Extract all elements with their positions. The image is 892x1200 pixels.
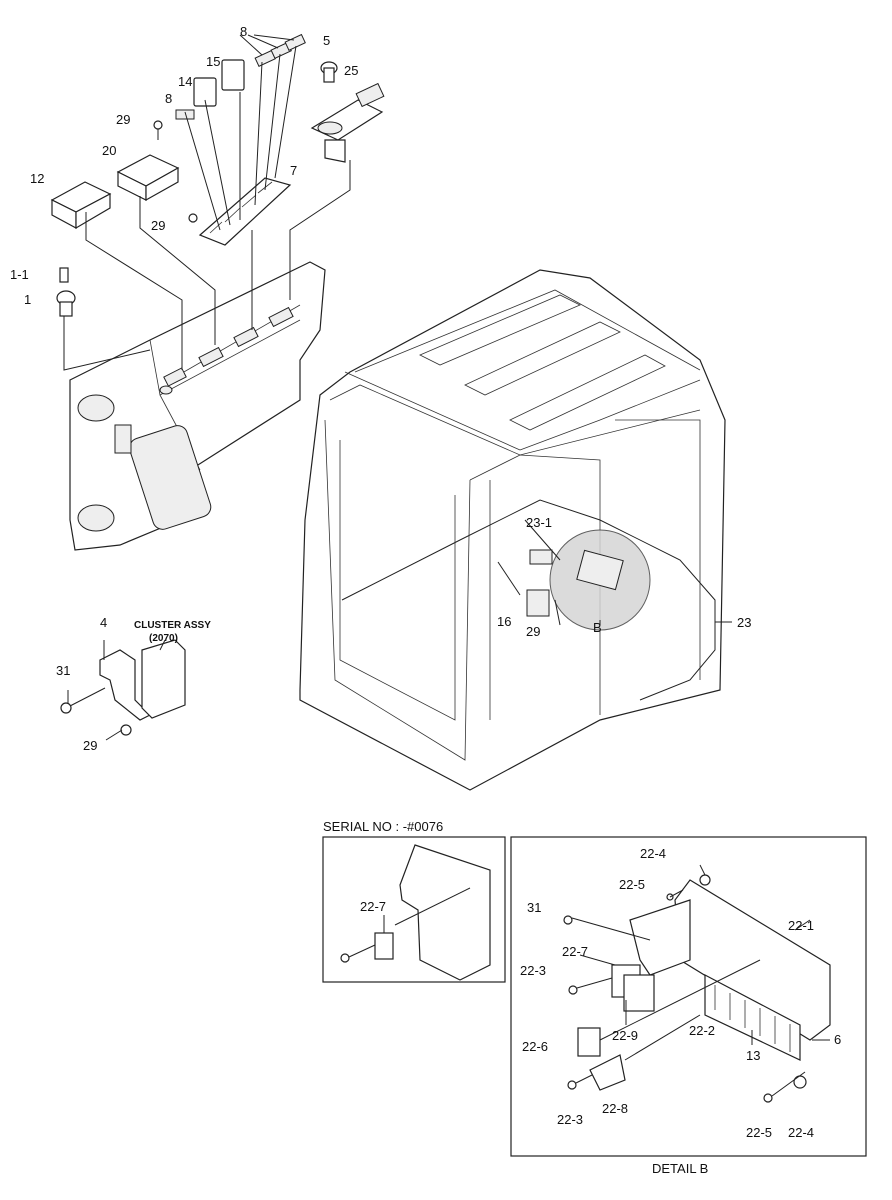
- detail-label-22-8: 22-8: [602, 1101, 628, 1116]
- detail-label-22-7: 22-7: [562, 944, 588, 959]
- cluster-assy-code: (2070): [149, 633, 178, 644]
- label-8-top: 8: [240, 24, 247, 39]
- serial-inset-box: [322, 836, 506, 983]
- label-31-left: 31: [56, 663, 70, 678]
- part-8-covers: [175, 33, 306, 120]
- label-5: 5: [323, 33, 330, 48]
- part-7-frame: [198, 177, 292, 246]
- part-14-switch: [193, 77, 217, 107]
- label-15: 15: [206, 54, 220, 69]
- label-16: 16: [497, 614, 511, 629]
- label-b: B: [593, 620, 602, 635]
- cabin-frame: [299, 269, 726, 791]
- detail-label-22-4-bottom: 22-4: [788, 1125, 814, 1140]
- cluster-assy-label: CLUSTER ASSY: [134, 620, 211, 631]
- detail-label-22-3-bottom: 22-3: [557, 1112, 583, 1127]
- part-1-key-switch: [56, 267, 76, 317]
- bolts: [153, 120, 198, 223]
- label-7: 7: [290, 163, 297, 178]
- label-29-cabin: 29: [526, 624, 540, 639]
- label-1: 1: [24, 292, 31, 307]
- detail-label-22-9: 22-9: [612, 1028, 638, 1043]
- label-29-top: 29: [116, 112, 130, 127]
- detail-label-6: 6: [834, 1032, 841, 1047]
- part-5-plug: [320, 61, 338, 83]
- detail-label-31: 31: [527, 900, 541, 915]
- detail-label-22-4-top: 22-4: [640, 846, 666, 861]
- detail-label-22-6: 22-6: [522, 1039, 548, 1054]
- cluster-bracket: [60, 639, 186, 741]
- label-23: 23: [737, 615, 751, 630]
- part-12-switch-block: [50, 181, 112, 230]
- label-23-1: 23-1: [526, 515, 552, 530]
- part-20-switch-block: [116, 154, 180, 202]
- cabin-wiring: [341, 499, 732, 701]
- serial-title: SERIAL NO : -#0076: [323, 819, 443, 834]
- label-8-left: 8: [165, 91, 172, 106]
- detail-title: DETAIL B: [652, 1161, 708, 1176]
- detail-label-13: 13: [746, 1048, 760, 1063]
- part-25-cup: [310, 82, 385, 163]
- label-4: 4: [100, 615, 107, 630]
- detail-label-22-1: 22-1: [788, 918, 814, 933]
- detail-label-22-3-mid: 22-3: [520, 963, 546, 978]
- detail-b-box: [510, 836, 867, 1157]
- label-29-bottom: 29: [83, 738, 97, 753]
- label-12: 12: [30, 171, 44, 186]
- label-25: 25: [344, 63, 358, 78]
- serial-label-22-7: 22-7: [360, 899, 386, 914]
- leader-lines-left: [63, 34, 351, 371]
- detail-label-22-2: 22-2: [689, 1023, 715, 1038]
- detail-label-22-5-top: 22-5: [619, 877, 645, 892]
- console-panel: [69, 261, 326, 551]
- label-20: 20: [102, 143, 116, 158]
- detail-label-22-5-bottom: 22-5: [746, 1125, 772, 1140]
- part-15-switch: [221, 59, 245, 91]
- label-1-1: 1-1: [10, 267, 29, 282]
- label-14: 14: [178, 74, 192, 89]
- label-29-mid: 29: [151, 218, 165, 233]
